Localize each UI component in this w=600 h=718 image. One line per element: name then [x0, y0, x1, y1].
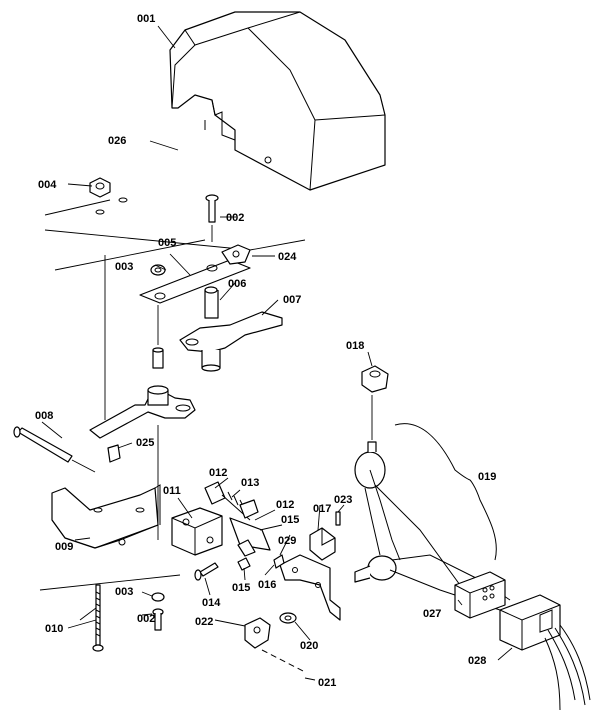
part-002-screw-lower	[152, 608, 164, 631]
label-012-top: 012	[209, 467, 227, 479]
label-023: 023	[334, 494, 352, 506]
part-023-screw	[335, 511, 341, 526]
label-006: 006	[228, 278, 246, 290]
pin-and-lower-lever	[89, 347, 196, 439]
part-008-long-pin	[13, 426, 96, 473]
part-007-lever	[179, 311, 283, 372]
part-018-knob	[361, 365, 389, 440]
part-001-cover	[169, 11, 386, 191]
label-029: 029	[278, 535, 296, 547]
label-017: 017	[313, 503, 331, 515]
part-014-screw	[194, 562, 219, 581]
part-019-harness	[354, 423, 511, 611]
label-020: 020	[300, 640, 318, 652]
part-020-washer	[279, 612, 297, 624]
label-011: 011	[163, 485, 181, 497]
label-001: 001	[137, 13, 155, 25]
label-016: 016	[258, 579, 276, 591]
label-021: 021	[318, 677, 336, 689]
part-003-washer-lower	[151, 592, 165, 602]
label-013: 013	[241, 477, 259, 489]
part-027-connector	[454, 571, 506, 619]
label-025: 025	[136, 437, 154, 449]
label-005: 005	[158, 237, 176, 249]
part-010-long-screw	[92, 584, 104, 652]
label-002-lower: 002	[137, 613, 155, 625]
label-024: 024	[278, 251, 297, 263]
label-026: 026	[108, 135, 126, 147]
label-010: 010	[45, 623, 63, 635]
label-003-top: 003	[115, 261, 133, 273]
part-028-connector	[499, 594, 591, 711]
part-labels: 001 002 002 003 003 004 005 006 007 008 …	[35, 13, 496, 689]
label-008: 008	[35, 410, 53, 422]
label-015-lower: 015	[232, 582, 250, 594]
label-009: 009	[55, 541, 73, 553]
label-012-right: 012	[276, 499, 294, 511]
label-004: 004	[38, 179, 57, 191]
label-014: 014	[202, 597, 221, 609]
label-027: 027	[423, 608, 441, 620]
label-028: 028	[468, 655, 486, 667]
part-004-nut	[89, 177, 128, 215]
part-002-screw-top	[205, 194, 219, 242]
part-029-bracket	[273, 554, 341, 621]
part-024-clip	[221, 244, 251, 265]
part-025-clip	[107, 444, 121, 463]
part-005-plate	[139, 259, 251, 304]
label-007: 007	[283, 294, 301, 306]
label-019: 019	[478, 471, 496, 483]
label-003-lower: 003	[115, 586, 133, 598]
part-022-lever	[244, 617, 271, 649]
part-017-switch	[309, 527, 336, 561]
part-009-bracket	[51, 484, 161, 549]
label-002-top: 002	[226, 212, 244, 224]
part-021-rod	[261, 649, 306, 673]
part-006-spacer	[204, 286, 219, 319]
part-011-block	[171, 507, 223, 556]
label-022: 022	[195, 616, 213, 628]
leader-lines	[41, 25, 513, 681]
label-018: 018	[346, 340, 364, 352]
label-015-right: 015	[281, 514, 299, 526]
spring-assembly	[204, 481, 271, 571]
